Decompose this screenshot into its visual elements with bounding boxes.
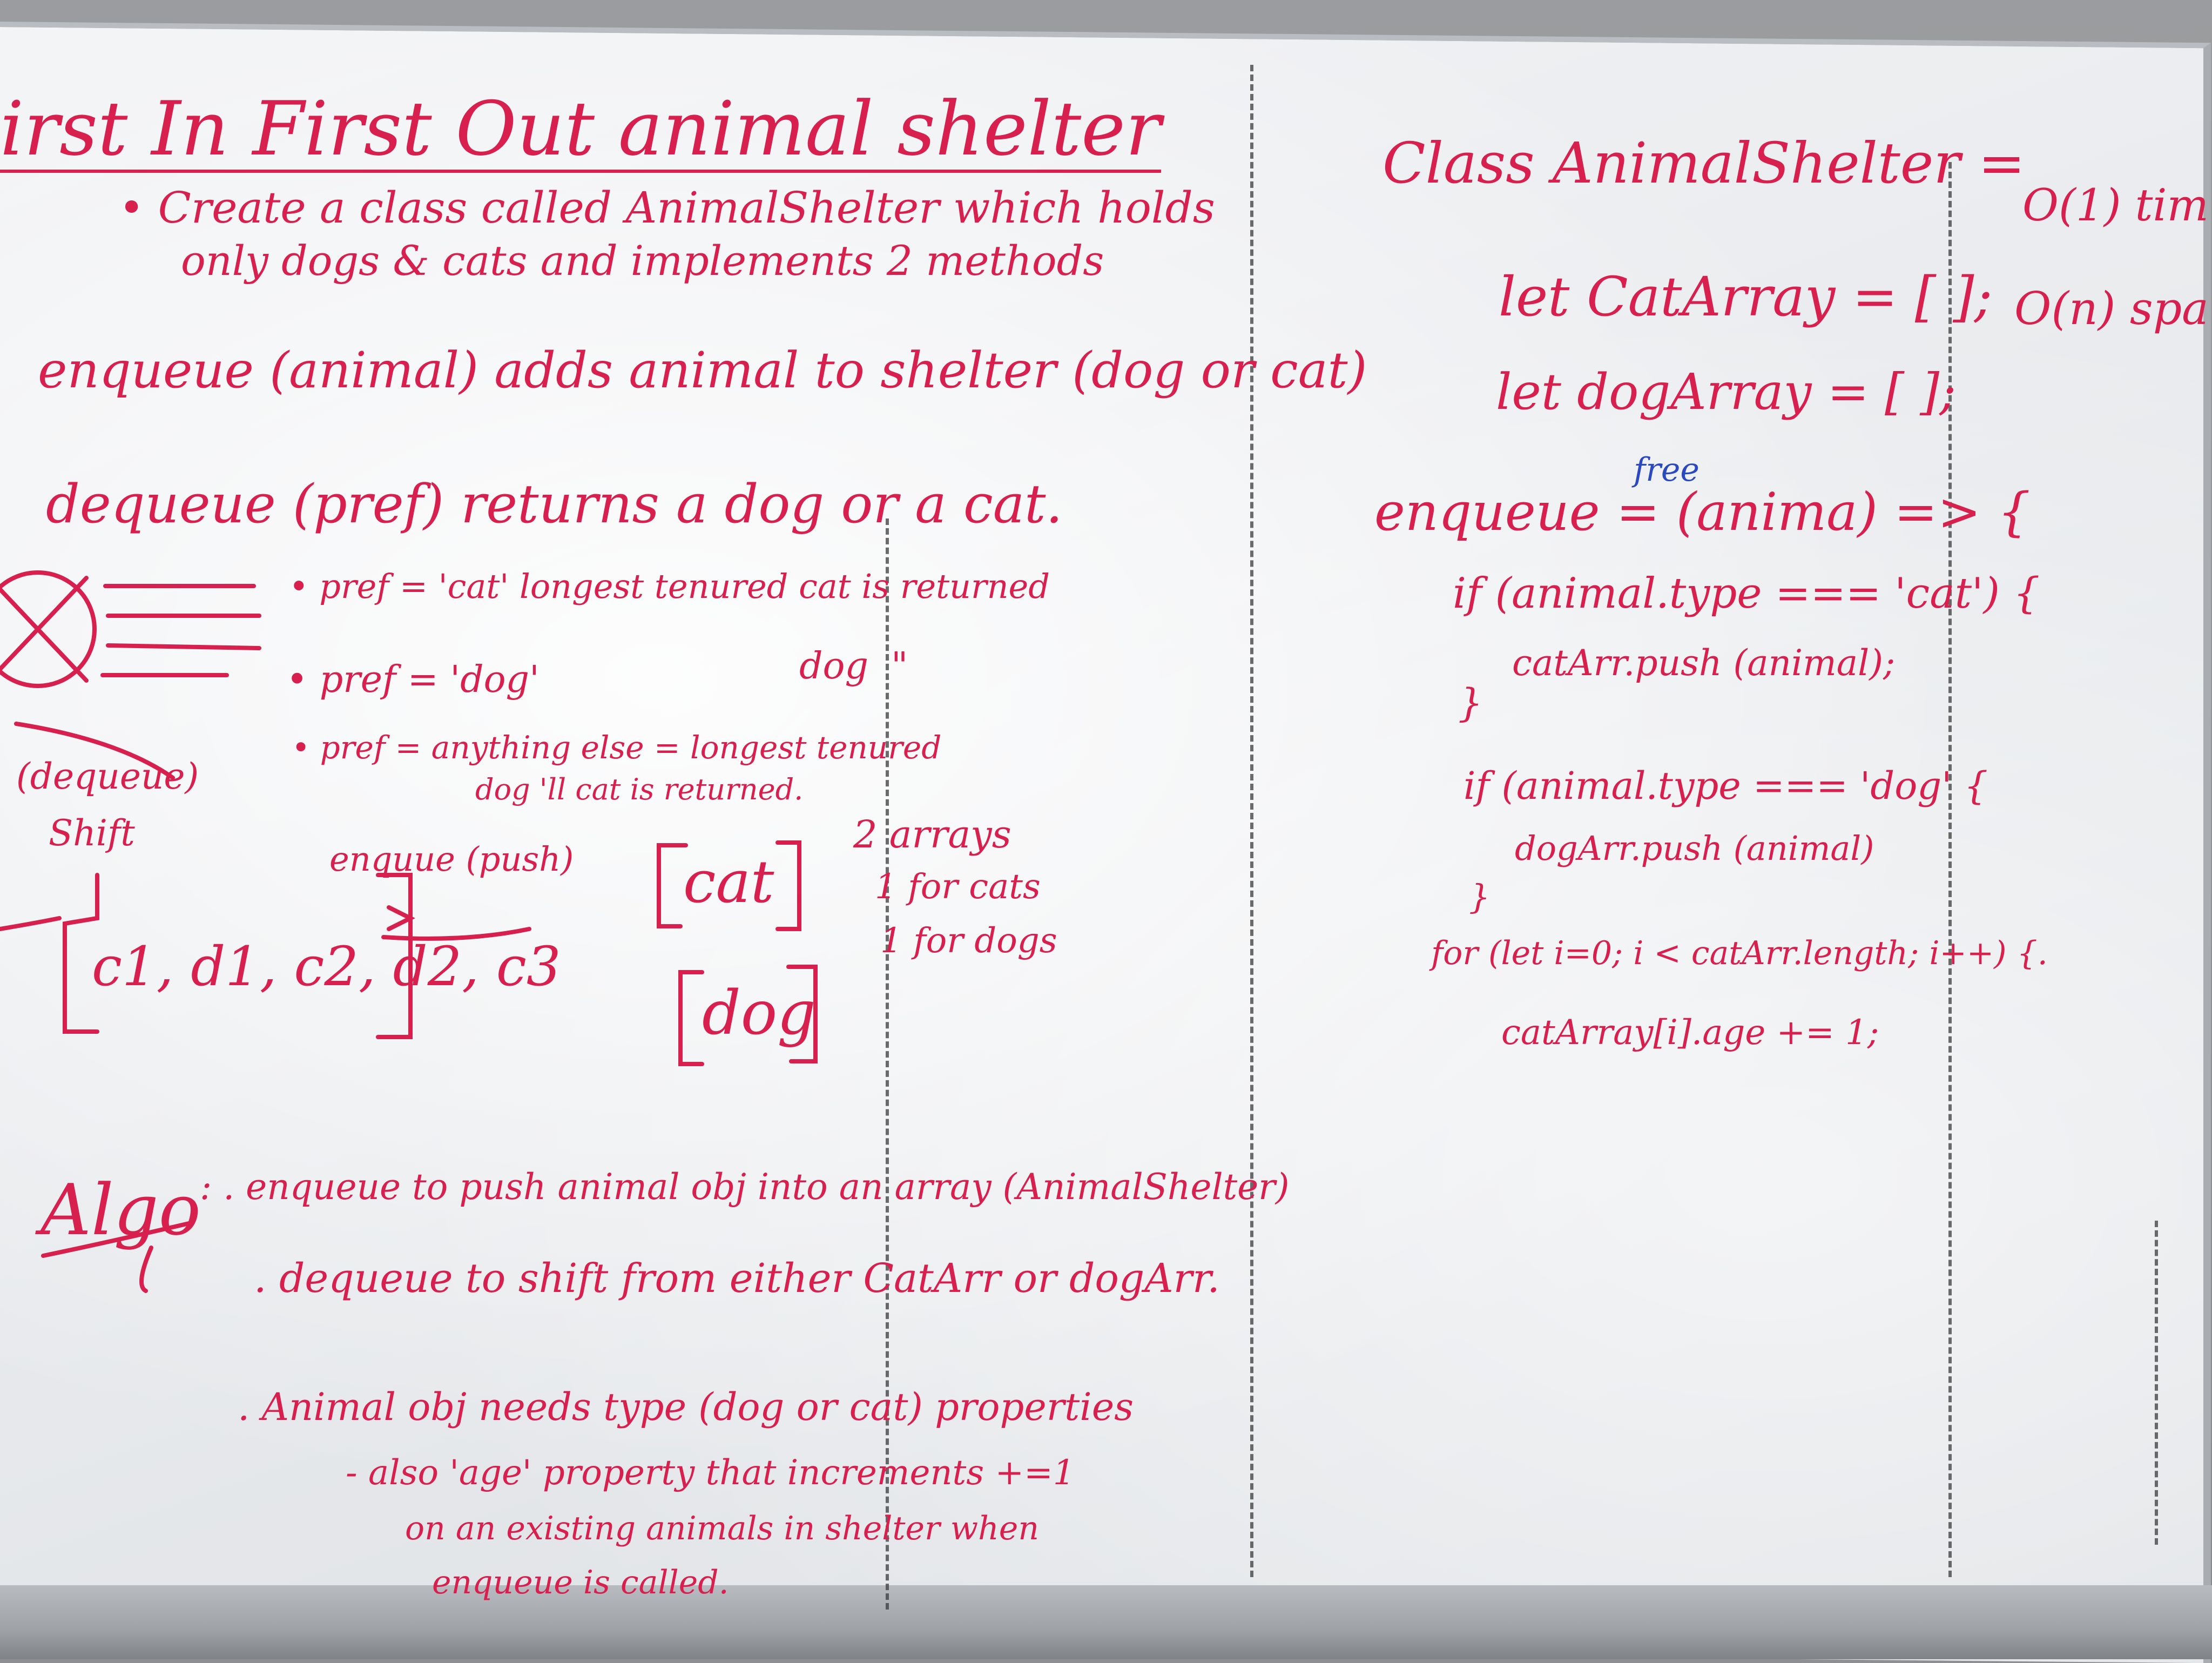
marker-tray: [0, 1585, 2212, 1659]
free-note: free: [1634, 451, 1700, 489]
enqueue-push-label: enquue (push): [329, 839, 574, 879]
dequeue-description: dequeue (pref) returns a dog or a cat.: [46, 474, 1063, 535]
pref-else-rule-line-1: • pref = anything else = longest tenured: [292, 729, 942, 766]
algo-sub-2: on an existing animals in shelter when: [405, 1510, 1039, 1547]
pref-dog-rule: • pref = 'dog': [286, 658, 539, 701]
algo-step-3: . Animal obj needs type (dog or cat) pro…: [238, 1385, 1134, 1429]
cat-push-statement: catArr.push (animal);: [1512, 642, 1896, 684]
divider-far-right: [2155, 1221, 2158, 1545]
dog-array-declaration: let dogArray = [ ];: [1496, 363, 1957, 421]
space-complexity: O(n) spa: [2014, 282, 2209, 335]
cat-array-declaration: let CatArray = [ ];: [1499, 265, 1993, 328]
cat-array-box: cat: [683, 849, 774, 916]
pref-else-rule-line-2: dog 'll cat is returned.: [475, 772, 804, 806]
description-line-1: • Create a class called AnimalShelter wh…: [119, 183, 1215, 233]
board-title: irst In First Out animal shelter: [0, 85, 1161, 173]
algo-step-1: : . enqueue to push animal obj into an a…: [200, 1166, 1290, 1208]
algo-sub-3: enqueue is called.: [432, 1564, 729, 1601]
description-line-2: only dogs & cats and implements 2 method…: [181, 237, 1104, 285]
arrays-note-2: 1 for cats: [875, 867, 1041, 907]
divider-left: [886, 519, 889, 1610]
ditto-mark: ": [891, 645, 908, 688]
enqueue-description: enqueue (animal) adds animal to shelter …: [38, 341, 1367, 399]
enqueue-method: enqueue = (anima) => {: [1374, 482, 2031, 542]
dequeue-shift-label-2: Shift: [49, 812, 135, 854]
algo-step-2: . dequeue to shift from either CatArr or…: [254, 1255, 1220, 1302]
if-dog-condition: if (animal.type === 'dog' {: [1464, 764, 1988, 808]
dog-array-box: dog: [702, 978, 816, 1048]
divider-right: [1948, 162, 1952, 1577]
time-complexity: O(1) tim: [2022, 180, 2209, 231]
pref-dog-value: dog: [799, 645, 868, 688]
if-cat-condition: if (animal.type === 'cat') {: [1453, 569, 2040, 618]
algo-sub-1: - also 'age' property that increments +=…: [346, 1453, 1075, 1493]
class-declaration: Class AnimalShelter =: [1382, 130, 2026, 196]
algo-label: Algo: [41, 1169, 201, 1251]
arrays-note-3: 1 for dogs: [880, 921, 1057, 961]
closing-brace-1: }: [1458, 680, 1483, 725]
for-loop: for (let i=0; i < catArr.length; i++) {.: [1431, 934, 2048, 972]
age-increment: catArray[i].age += 1;: [1501, 1013, 1879, 1053]
dequeue-shift-label-1: (dequeue): [16, 756, 199, 797]
closing-brace-2: }: [1469, 877, 1491, 917]
divider-middle: [1250, 65, 1253, 1577]
arrays-note-1: 2 arrays: [853, 812, 1011, 857]
dog-push-statement: dogArr.push (animal): [1515, 829, 1874, 868]
queue-items: c1, d1, c2, d2, c3: [92, 935, 561, 998]
pref-cat-rule: • pref = 'cat' longest tenured cat is re…: [289, 567, 1050, 606]
